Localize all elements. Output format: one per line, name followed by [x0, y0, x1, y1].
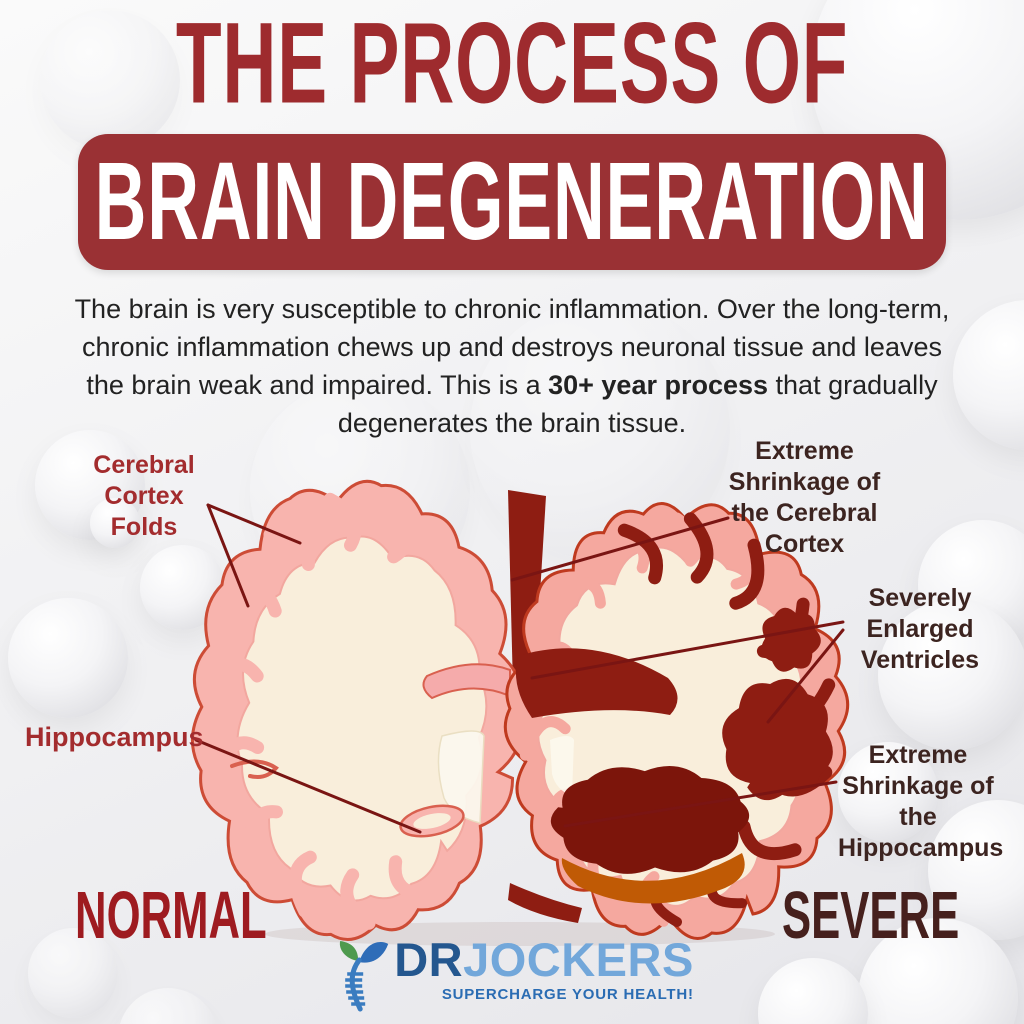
- molecule-sphere: [758, 958, 868, 1024]
- severe-hippocampus: [550, 765, 750, 874]
- severe-widened-sulcus: [737, 820, 802, 860]
- label-severely-enlarged-ventricles: Severely Enlarged Ventricles: [860, 584, 980, 674]
- logo-wordmark: DRJOCKERS: [394, 936, 694, 984]
- normal-sulcus: [323, 492, 362, 552]
- normal-caption: NORMAL: [48, 877, 294, 953]
- normal-caption-text: NORMAL: [75, 876, 267, 953]
- normal-sulcus: [288, 850, 317, 918]
- drjockers-logo: DRJOCKERS SUPERCHARGE YOUR HEALTH!: [330, 936, 694, 1012]
- title-banner-text: BRAIN DEGENERATION: [95, 140, 929, 263]
- normal-hippocampus-core: [413, 813, 451, 829]
- intro-text-bold: 30+ year process: [548, 370, 769, 400]
- severe-widened-sulcus: [729, 538, 765, 610]
- page-title-text: THE PROCESS OF: [175, 0, 849, 128]
- normal-sulcus: [340, 868, 376, 930]
- label-cerebral-cortex-folds: Cerebral Cortex Folds: [93, 451, 195, 541]
- title-banner: BRAIN DEGENERATION: [78, 134, 946, 270]
- label-hippocampus: Hippocampus: [25, 722, 204, 752]
- logo-tagline: SUPERCHARGE YOUR HEALTH!: [441, 986, 694, 1003]
- normal-sulcus: [388, 855, 438, 902]
- logo-brand-suffix: JOCKERS: [463, 933, 694, 986]
- normal-sulcus: [200, 657, 264, 698]
- severe-sulcus: [730, 531, 757, 590]
- molecule-sphere: [90, 498, 140, 548]
- severe-sulcus: [553, 577, 606, 609]
- severe-sulcus: [519, 716, 571, 761]
- corpus-callosum: [422, 663, 511, 700]
- molecule-sphere: [40, 10, 180, 150]
- severe-hippocampus-base: [561, 853, 745, 904]
- logo-text: DRJOCKERS SUPERCHARGE YOUR HEALTH!: [394, 936, 694, 1004]
- molecule-sphere: [838, 742, 938, 842]
- molecule-sphere: [878, 600, 1024, 750]
- molecule-sphere: [8, 598, 128, 718]
- severe-base-gap: [508, 883, 582, 923]
- normal-sulcus: [387, 496, 413, 564]
- page-title: THE PROCESS OF: [0, 6, 1024, 121]
- severe-caption: SEVERE: [757, 877, 984, 953]
- intro-text-after: that gradually degenerates the brain tis…: [337, 370, 938, 438]
- molecule-sphere: [118, 988, 218, 1024]
- intro-paragraph: The brain is very susceptible to chronic…: [62, 290, 962, 442]
- label-extreme-shrinkage-hippocampus: Extreme Shrinkage of the Hippocampus: [838, 741, 1004, 862]
- intro-text-before: The brain is very susceptible to chronic…: [74, 294, 950, 400]
- logo-brand-prefix: DR: [394, 933, 464, 986]
- label-extreme-shrinkage-cortex: Extreme Shrinkage of the Cerebral Cortex: [728, 437, 881, 558]
- molecule-sphere: [28, 928, 118, 1018]
- dna-leaf-icon: [339, 941, 389, 1012]
- molecule-sphere: [953, 300, 1024, 450]
- severe-caption-text: SEVERE: [781, 876, 960, 953]
